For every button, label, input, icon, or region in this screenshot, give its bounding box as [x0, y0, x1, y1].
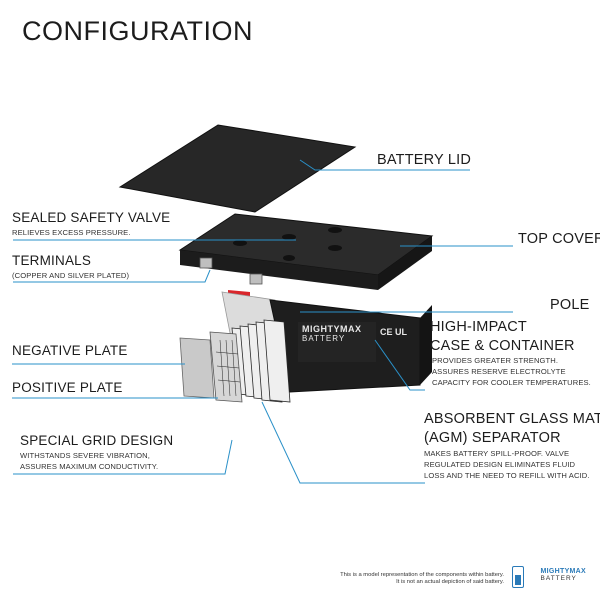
safety-valve-desc: RELIEVES EXCESS PRESSURE.: [12, 228, 131, 237]
certification-marks: CE UL: [380, 327, 407, 337]
top-cover-label: TOP COVER: [518, 231, 600, 247]
pole-label: POLE: [550, 297, 590, 313]
case-label-brand-2: BATTERY: [302, 334, 346, 343]
agm-desc-3: LOSS AND THE NEED TO REFILL WITH ACID.: [424, 471, 590, 480]
grid-design-desc-1: WITHSTANDS SEVERE VIBRATION,: [20, 451, 150, 460]
agm-title-1: ABSORBENT GLASS MAT: [424, 411, 600, 427]
case-label-brand-1: MIGHTYMAX: [302, 324, 362, 334]
safety-valve-label: SEALED SAFETY VALVE: [12, 210, 171, 225]
agm-desc-2: REGULATED DESIGN ELIMINATES FLUID: [424, 460, 576, 469]
page-title: CONFIGURATION: [22, 16, 253, 46]
top-cover-shape: [178, 213, 434, 290]
terminals-desc: (COPPER AND SILVER PLATED): [12, 271, 130, 280]
case-label: MIGHTYMAX BATTERY: [302, 324, 374, 343]
disclaimer-line-1: This is a model representation of the co…: [340, 572, 504, 578]
footer-brand: MIGHTYMAX BATTERY: [541, 568, 586, 582]
terminals-label: TERMINALS: [12, 253, 92, 268]
agm-desc-1: MAKES BATTERY SPILL-PROOF. VALVE: [424, 449, 570, 458]
grid-design-desc-2: ASSURES MAXIMUM CONDUCTIVITY.: [20, 462, 159, 471]
negative-plate-shape: [179, 337, 215, 399]
grid-design-shape: [215, 339, 241, 397]
case-container-title-2: CASE & CONTAINER: [430, 338, 575, 354]
case-container-desc-3: CAPACITY FOR COOLER TEMPERATURES.: [432, 378, 591, 387]
battery-lid-label: BATTERY LID: [377, 152, 472, 168]
disclaimer: This is a model representation of the co…: [340, 572, 504, 586]
battery-icon: [512, 566, 524, 588]
battery-lid-shape: [118, 124, 357, 213]
agm-title-2: (AGM) SEPARATOR: [424, 430, 561, 446]
case-container-title-1: HIGH-IMPACT: [430, 319, 527, 335]
negative-plate-label: NEGATIVE PLATE: [12, 343, 128, 358]
disclaimer-line-2: It is not an actual depiction of said ba…: [396, 579, 504, 585]
footer-brand-line-1: MIGHTYMAX: [540, 568, 586, 575]
case-container-desc-1: PROVIDES GREATER STRENGTH.: [432, 356, 559, 365]
positive-plate-label: POSITIVE PLATE: [12, 380, 123, 395]
case-container-desc-2: ASSURES RESERVE ELECTROLYTE: [432, 367, 566, 376]
leader-lines: [12, 159, 513, 484]
grid-design-label: SPECIAL GRID DESIGN: [20, 433, 174, 448]
footer-brand-line-2: BATTERY: [540, 575, 577, 582]
agm-separator-shape: [231, 319, 291, 403]
